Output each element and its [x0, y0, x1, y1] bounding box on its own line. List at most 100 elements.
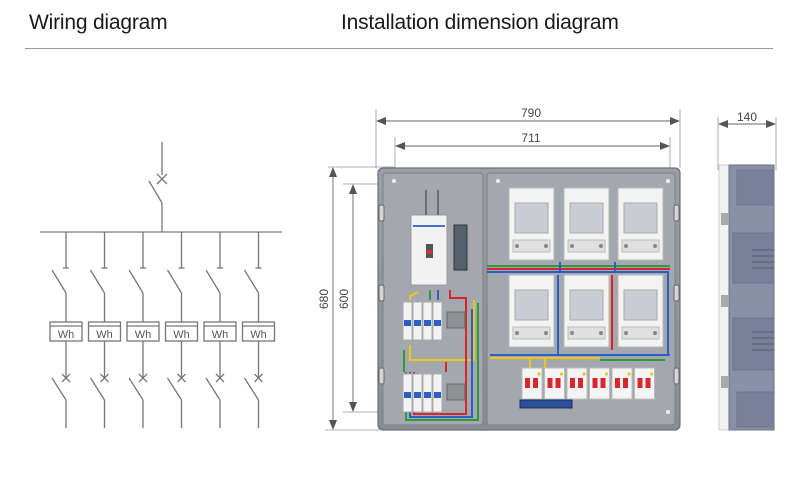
screw — [653, 244, 657, 248]
breaker-toggle — [434, 320, 441, 326]
wire — [409, 291, 419, 300]
branch-breaker — [634, 367, 655, 400]
branch-breaker — [566, 367, 588, 400]
breaker-toggle — [424, 320, 431, 326]
breaker-body — [521, 367, 543, 400]
branch-circuit: Wh — [49, 232, 83, 428]
breaker-toggle — [637, 378, 643, 388]
meter-label: Wh — [212, 329, 229, 341]
breaker-x-icon — [61, 373, 71, 383]
breaker-x-icon — [177, 373, 186, 383]
enclosure-side-view — [718, 164, 775, 431]
branch-breaker — [544, 367, 565, 400]
dim-680-label: 680 — [317, 289, 331, 309]
dim-600-label: 600 — [337, 289, 351, 309]
screw — [624, 244, 628, 248]
isolator-blade — [205, 269, 221, 294]
screw — [570, 244, 574, 248]
meter-terminals — [512, 239, 551, 253]
breaker-x-icon — [254, 373, 263, 383]
breaker-toggle — [592, 378, 598, 388]
screw — [544, 331, 548, 335]
breaker-blade — [89, 377, 106, 401]
breaker-toggle — [547, 378, 553, 388]
meter-terminals — [567, 239, 606, 253]
breaker-toggle — [555, 378, 561, 388]
breaker-toggle — [414, 392, 421, 398]
left-breaker-groups — [402, 301, 466, 413]
meter-slot — [508, 187, 555, 261]
meter-window — [623, 202, 658, 234]
meter-window — [569, 202, 604, 234]
breaker-toggle — [525, 378, 530, 388]
screw — [599, 244, 603, 248]
breaker-toggle — [424, 392, 431, 398]
meter-label: Wh — [96, 329, 113, 341]
breaker-x-icon — [138, 373, 148, 383]
main-switch-blade — [148, 180, 163, 204]
breaker-group — [402, 373, 466, 413]
main-breaker-x-icon — [156, 173, 168, 185]
wire — [409, 300, 475, 361]
main-breaker — [410, 214, 448, 286]
indicator — [649, 372, 654, 376]
breaker-x-icon — [100, 373, 109, 383]
breaker-x-icon — [215, 373, 225, 383]
isolator-blade — [89, 269, 106, 294]
branch-circuit: Wh — [164, 232, 199, 428]
branch-circuit: Wh — [87, 232, 122, 428]
branch-breaker — [521, 367, 543, 400]
branch-circuit: Wh — [126, 232, 160, 428]
breaker-toggle — [570, 378, 575, 388]
dim-711-label: 711 — [521, 131, 540, 145]
breaker-blade — [128, 377, 144, 401]
breaker-toggle — [600, 378, 606, 388]
isolator-blade — [243, 269, 260, 294]
meter-window — [569, 289, 604, 321]
breaker-blade — [166, 377, 183, 401]
breaker-toggle — [645, 378, 651, 388]
breaker-toggle — [615, 378, 620, 388]
isolator-blade — [166, 269, 183, 294]
installation-diagram-heading: Installation dimension diagram — [341, 11, 619, 34]
meter-window — [514, 289, 549, 321]
indicator — [627, 372, 631, 376]
breaker-blade — [243, 377, 260, 401]
indicator — [537, 372, 541, 376]
breaker-toggle — [414, 320, 421, 326]
breaker-group — [402, 301, 466, 341]
screw — [624, 331, 628, 335]
meter-terminals — [567, 326, 606, 340]
breaker-toggle — [578, 378, 583, 388]
branch-breaker — [589, 367, 610, 400]
meter-label: Wh — [58, 329, 75, 341]
isolator-blade — [51, 269, 67, 294]
wire — [487, 271, 669, 355]
breaker-body — [611, 367, 633, 400]
meter-slots — [508, 187, 664, 348]
meter-slot — [508, 274, 555, 348]
breaker-toggle — [533, 378, 538, 388]
breaker-body — [566, 367, 588, 400]
neutral-block — [446, 383, 466, 401]
meter-label: Wh — [250, 329, 267, 341]
meter-slot — [617, 187, 664, 261]
indicator — [604, 372, 609, 376]
branch-breaker — [611, 367, 633, 400]
meter-slot — [617, 274, 664, 348]
dim-790-label: 790 — [521, 106, 541, 120]
breaker-body — [634, 367, 655, 400]
meter-terminals — [512, 326, 551, 340]
neutral-block — [446, 311, 466, 329]
screw — [515, 244, 519, 248]
isolator-blade — [128, 269, 144, 294]
indicator — [559, 372, 564, 376]
screw — [570, 331, 574, 335]
meter-terminals — [621, 326, 660, 340]
right-wiring — [487, 262, 670, 368]
screw — [599, 331, 603, 335]
meter-window — [514, 202, 549, 234]
breaker-toggle — [623, 378, 628, 388]
